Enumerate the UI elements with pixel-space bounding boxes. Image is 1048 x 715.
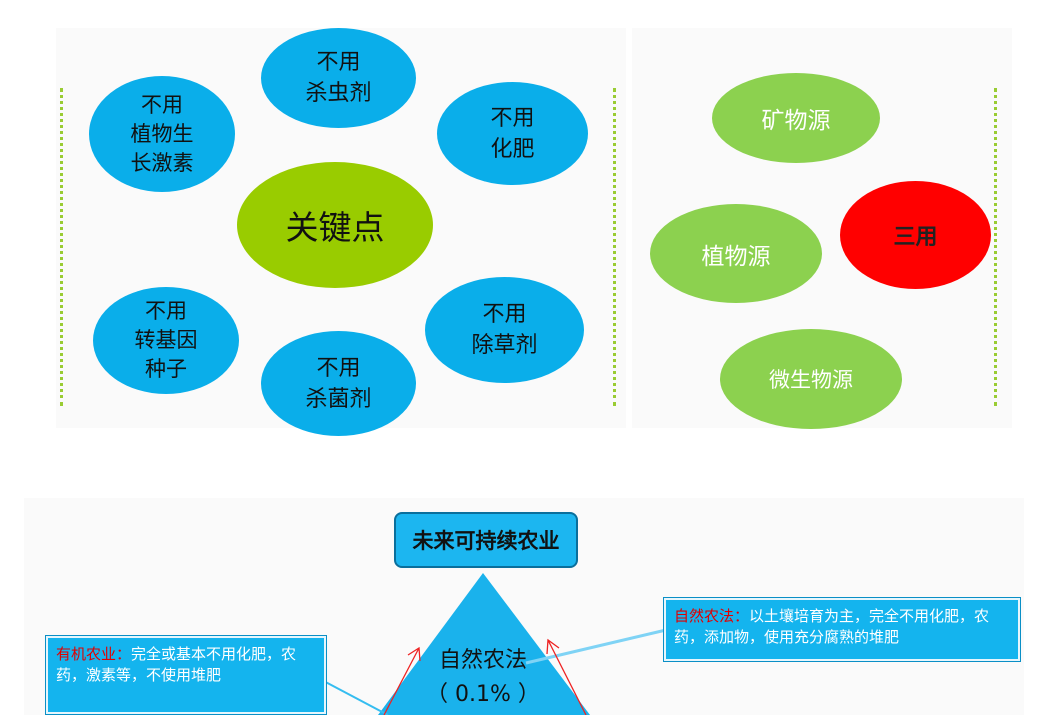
microbial-source-node: 微生物源 (720, 329, 902, 429)
pyramid-top-value: （ 0.1% ） (426, 682, 540, 707)
no-gmo-seed-node: 不用 转基因 种子 (93, 287, 239, 394)
left-divider (60, 88, 63, 406)
right-divider (994, 88, 997, 406)
no-growth-hormone-node: 不用 植物生 长激素 (89, 76, 235, 192)
natural-farming-text: 以土壤培育为主，完全不用化肥，农药，添加物，使用充分腐熟的堆肥 (674, 607, 990, 646)
no-pesticide-node: 不用 杀虫剂 (261, 28, 416, 128)
pyramid-top-label: 自然农法 (438, 648, 527, 673)
no-fertilizer-node: 不用 化肥 (437, 82, 588, 185)
no-herbicide-node: 不用 除草剂 (425, 277, 584, 383)
natural-farming-callout: 自然农法：以土壤培育为主，完全不用化肥，农药，添加物，使用充分腐熟的堆肥 (664, 598, 1020, 661)
organic-farming-text: 完全或基本不用化肥，农药，激素等，不使用堆肥 (56, 645, 297, 684)
key-points-node: 关键点 (237, 162, 433, 288)
plant-source-node: 植物源 (650, 204, 822, 303)
middle-divider (613, 88, 616, 406)
natural-farming-lead: 自然农法： (674, 607, 750, 625)
no-fungicide-node: 不用 杀菌剂 (261, 331, 416, 436)
organic-farming-lead: 有机农业： (56, 645, 132, 663)
organic-farming-callout: 有机农业：完全或基本不用化肥，农药，激素等，不使用堆肥 (46, 636, 326, 714)
sustainable-agriculture-title: 未来可持续农业 (394, 512, 578, 568)
three-uses-node: 三用 (840, 181, 991, 289)
mineral-source-node: 矿物源 (712, 73, 880, 163)
